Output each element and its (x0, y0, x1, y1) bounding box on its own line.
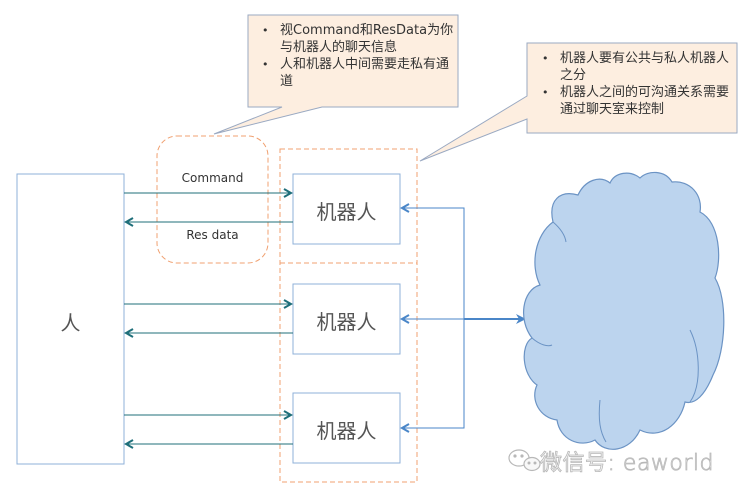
chat-room-cloud (523, 171, 725, 450)
cloud-inner-curve-3 (598, 399, 607, 443)
wechat-icon (508, 449, 541, 472)
callout-1-item-1: 视Command和ResData为你与机器人的聊天信息 (262, 22, 457, 56)
cloud-inner-curve-2 (689, 329, 699, 403)
robot-box-3 (292, 392, 401, 464)
human-box (16, 173, 125, 465)
robot-label-1: 机器人 (316, 200, 377, 224)
callout-text-2: 机器人要有公共与私人机器人之分 机器人之间的可沟通关系需要通过聊天室来控制 (532, 50, 732, 118)
callout-2-item-1: 机器人要有公共与私人机器人之分 (542, 50, 732, 84)
watermark-text: 微信号: eaworld (540, 451, 714, 477)
robot-box-2 (292, 283, 401, 355)
robot-box-1 (292, 173, 401, 245)
robot-group-boundary (279, 148, 418, 483)
command-label: Command (181, 171, 244, 185)
callout-1-item-2: 人和机器人中间需要走私有通道 (262, 56, 457, 90)
response-label: Res data (186, 228, 239, 242)
human-label: 人 (60, 311, 81, 335)
cloud-connector-bus (402, 207, 465, 429)
callout-2-item-2: 机器人之间的可沟通关系需要通过聊天室来控制 (542, 84, 732, 118)
cloud-inner-curve-4 (552, 221, 567, 243)
robot-label-3: 机器人 (316, 419, 377, 443)
robot-label-2: 机器人 (316, 310, 377, 334)
cloud-inner-curve-1 (531, 337, 553, 347)
callout-text-1: 视Command和ResData为你与机器人的聊天信息 人和机器人中间需要走私有… (252, 22, 457, 90)
private-channel-boundary (156, 135, 269, 264)
